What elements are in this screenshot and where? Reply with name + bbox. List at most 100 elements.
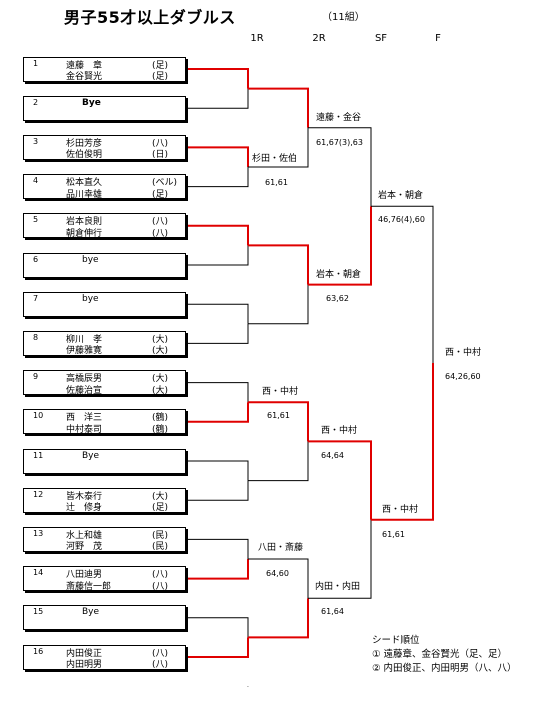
entry-bye: bye xyxy=(82,254,99,265)
entry-player-club: (八) xyxy=(152,660,169,670)
seed-item-2: ② 内田俊正、内田明男（八、八） xyxy=(372,663,517,674)
r2-line-second-lower xyxy=(248,284,309,325)
entry-box-5 xyxy=(23,213,186,239)
entry-number: 4 xyxy=(33,176,39,186)
r2-line-second-upper xyxy=(248,244,309,285)
entry-player-name: 松本直久 xyxy=(66,178,103,189)
entry-player-club: (民) xyxy=(152,542,169,553)
r2-line-bottom-upper xyxy=(248,558,309,599)
entry-number: 11 xyxy=(33,450,44,460)
entry-player-club: (八) xyxy=(152,228,169,239)
entry-number: 9 xyxy=(33,372,39,382)
sf-score-top: 46,76(4),60 xyxy=(378,215,425,224)
r1-line-1-win xyxy=(188,68,249,89)
r1-line-9 xyxy=(188,382,249,403)
entry-player-club: (大) xyxy=(152,334,169,345)
entry-player-name: 岩本良則 xyxy=(66,217,103,228)
entry-bye: Bye xyxy=(82,607,100,618)
entry-player-name: 柳川 孝 xyxy=(66,334,103,345)
entry-player-name: 遠藤 章 xyxy=(66,60,103,71)
r1-line-15 xyxy=(188,617,249,638)
entry-box-12 xyxy=(23,487,186,513)
entry-box-16 xyxy=(23,644,186,670)
entry-box-3 xyxy=(23,134,186,160)
r2-line-top-lower xyxy=(248,127,309,168)
group-count: （11組） xyxy=(322,12,365,23)
r2-score-top: 61,67(3),63 xyxy=(316,138,363,147)
entry-player-name: 佐伯俊明 xyxy=(66,150,103,161)
r2-winner-third: 西・中村 xyxy=(321,426,358,436)
entry-player-club: (大) xyxy=(152,346,169,357)
entry-player-club: (足) xyxy=(152,189,169,200)
entry-player-name: 中村泰司 xyxy=(66,424,103,435)
entry-box-11 xyxy=(23,448,186,474)
r1-line-8 xyxy=(188,323,249,344)
r2-score-third: 64,64 xyxy=(321,451,344,460)
entry-player-club: (大) xyxy=(152,491,169,502)
entry-player-club: (ベル) xyxy=(152,178,178,189)
seed-list-title: シード順位 xyxy=(372,635,420,646)
final-score: 64,26,60 xyxy=(445,372,481,381)
sf-line-top-upper xyxy=(308,127,372,207)
entry-player-name: 伊藤雅寛 xyxy=(66,346,103,357)
r2-score-bottom: 61,64 xyxy=(321,607,344,616)
entry-number: 2 xyxy=(33,97,39,107)
entry-box-13 xyxy=(23,526,186,552)
r1-score-3-4: 61,61 xyxy=(265,178,288,187)
entry-number: 12 xyxy=(33,489,44,499)
r1-line-4 xyxy=(188,167,249,188)
round-header-sf: SF xyxy=(374,33,388,44)
entry-bye: Bye xyxy=(82,450,100,461)
entry-player-club: (足) xyxy=(152,60,169,71)
entry-number: 3 xyxy=(33,136,39,146)
entry-number: 7 xyxy=(33,293,39,303)
r1-line-6 xyxy=(188,245,249,266)
entry-box-14 xyxy=(23,566,186,592)
seed-item-1: ① 遠藤章、金谷賢光（足、足） xyxy=(372,649,508,660)
r1-line-10-win xyxy=(188,402,249,423)
entry-player-club: (鶴) xyxy=(152,413,169,424)
r2-line-third-lower xyxy=(248,441,309,482)
sf-line-top-lower xyxy=(308,206,372,286)
final-winner: 西・中村 xyxy=(445,348,482,358)
r1-line-12 xyxy=(188,480,249,501)
r1-line-5-win xyxy=(188,224,249,246)
entry-player-club: (大) xyxy=(152,385,169,396)
entry-player-name: 八田迪男 xyxy=(66,570,103,581)
r2-score-second: 63,62 xyxy=(326,294,349,303)
entry-player-name: 内田明男 xyxy=(66,660,103,670)
entry-player-club: (八) xyxy=(152,138,169,149)
sf-winner-bottom: 西・中村 xyxy=(382,505,419,515)
r2-line-top-upper xyxy=(248,87,309,128)
sf-score-bottom: 61,61 xyxy=(382,530,405,539)
r2-line-bottom-lower xyxy=(248,598,309,639)
round-header-1r: 1R xyxy=(250,33,264,44)
entry-player-name: 朝倉伸行 xyxy=(66,228,103,239)
r2-winner-top: 遠藤・金谷 xyxy=(316,113,362,123)
entry-player-club: (八) xyxy=(152,217,169,228)
sf-winner-top: 岩本・朝倉 xyxy=(378,191,424,201)
entry-box-7 xyxy=(23,291,186,317)
entry-player-name: 辻 修身 xyxy=(66,503,103,514)
round-header-f: F xyxy=(435,33,441,44)
entry-number: 1 xyxy=(33,58,39,68)
entry-player-name: 河野 茂 xyxy=(66,542,103,553)
r1-winner-9-10: 西・中村 xyxy=(262,387,299,397)
entry-bye: Bye xyxy=(82,97,101,108)
entry-player-name: 高橋辰男 xyxy=(66,374,103,385)
r1-winner-13-14: 八田・斎藤 xyxy=(258,543,304,553)
entry-player-club: (民) xyxy=(152,530,169,541)
entry-box-4 xyxy=(23,174,186,200)
r2-line-third-upper xyxy=(248,401,309,442)
entry-number: 5 xyxy=(33,215,39,225)
r2-winner-second: 岩本・朝倉 xyxy=(316,270,362,280)
entry-player-name: 内田俊正 xyxy=(66,648,103,659)
r1-line-16-win xyxy=(188,637,249,658)
entry-number: 15 xyxy=(33,607,44,617)
round-header-2r: 2R xyxy=(312,33,326,44)
entry-player-name: 品川幸雄 xyxy=(66,189,103,200)
entry-player-name: 水上和雄 xyxy=(66,530,103,541)
entry-box-1 xyxy=(23,56,186,82)
entry-player-name: 金谷賢光 xyxy=(66,72,103,82)
